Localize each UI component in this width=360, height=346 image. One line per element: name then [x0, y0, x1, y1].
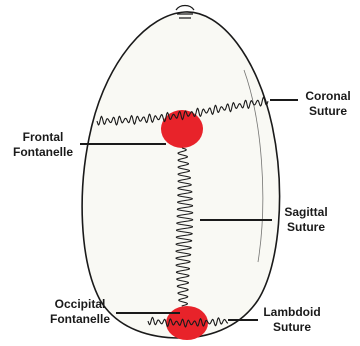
- lambdoid-suture-label: Lambdoid Suture: [256, 305, 328, 335]
- coronal-suture-label: Coronal Suture: [298, 89, 358, 119]
- occipital-fontanelle-label: Occipital Fontanelle: [44, 297, 116, 327]
- coronal-label-line2: Suture: [298, 104, 358, 119]
- lambdoid-label-line2: Suture: [256, 320, 328, 335]
- frontal-fontanelle: [161, 110, 203, 148]
- frontal-label-line2: Fontanelle: [6, 145, 80, 160]
- occipital-label-line2: Fontanelle: [44, 312, 116, 327]
- frontal-label-line1: Frontal: [6, 130, 80, 145]
- frontal-fontanelle-label: Frontal Fontanelle: [6, 130, 80, 160]
- sagittal-label-line1: Sagittal: [272, 205, 340, 220]
- lambdoid-label-line1: Lambdoid: [256, 305, 328, 320]
- sagittal-label-line2: Suture: [272, 220, 340, 235]
- coronal-label-line1: Coronal: [298, 89, 358, 104]
- sagittal-suture-label: Sagittal Suture: [272, 205, 340, 235]
- occipital-label-line1: Occipital: [44, 297, 116, 312]
